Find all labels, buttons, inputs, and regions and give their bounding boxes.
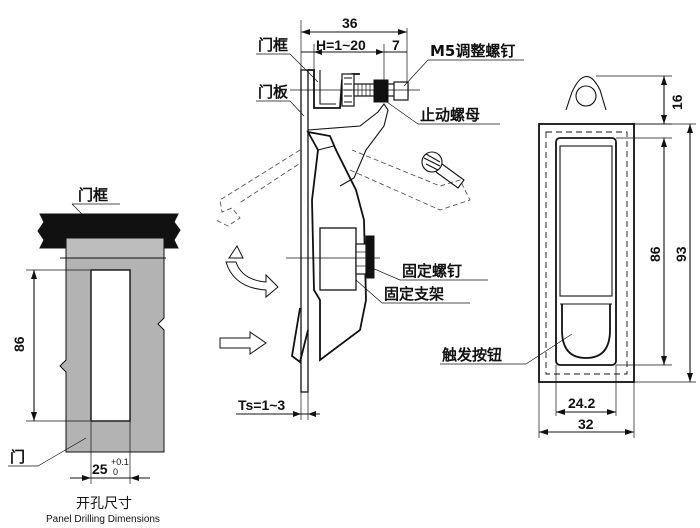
- inner-width-dimension: 24.2: [568, 395, 595, 411]
- fix-bracket: [319, 227, 357, 291]
- frame-lip: [65, 237, 165, 259]
- top-clamp: [308, 69, 360, 109]
- rotation-arrow: [225, 261, 279, 299]
- outer-height-dimension: 93: [673, 246, 689, 262]
- caption-subtitle: Panel Drilling Dimensions: [46, 514, 160, 525]
- ts-range-dimension: Ts=1~3: [238, 397, 285, 413]
- direction-arrow: [219, 331, 267, 355]
- h-range-dimension: H=1~20: [316, 37, 366, 53]
- side-view: 36 H=1~20 7 Ts=1~3 门框 门板 M5调整螺钉 止动螺母 固定螺…: [215, 15, 524, 420]
- h-offset-dimension: 7: [392, 37, 400, 53]
- ghost-screw: [421, 151, 465, 189]
- overall-depth-dimension: 36: [342, 15, 358, 31]
- cutout-view: 86 25 +0.1 0 门框 门 开孔尺寸 Panel Drilling Di…: [8, 186, 181, 525]
- inner-handle: [555, 137, 617, 366]
- mid-panel-label: 门板: [258, 83, 289, 101]
- outer-width-dimension: 32: [578, 416, 594, 432]
- hinge-knob: [565, 75, 607, 111]
- outer-housing: [538, 123, 635, 383]
- adjust-screw: [353, 79, 409, 103]
- adjust-screw-label: M5调整螺钉: [430, 42, 515, 60]
- door-panel-plate: [300, 69, 309, 393]
- mid-frame-label: 门框: [258, 36, 288, 54]
- left-frame-label: 门框: [78, 186, 108, 204]
- trigger-button: [561, 304, 611, 359]
- cut-width-dimension: 25: [92, 461, 108, 477]
- cut-width-tol-lower: 0: [113, 467, 118, 477]
- fix-bracket-label: 固定支架: [384, 285, 444, 303]
- caption-title: 开孔尺寸: [76, 496, 132, 512]
- top-hinge-dimension: 16: [669, 94, 685, 110]
- inner-height-dimension: 86: [647, 246, 663, 262]
- stop-nut-label: 止动螺母: [420, 106, 480, 124]
- cut-height-dimension: 86: [11, 336, 27, 352]
- cut-width-tol-upper: +0.1: [111, 457, 129, 467]
- cutout-opening: [90, 269, 131, 422]
- front-view: 16 86 93 24.2 32 触发按钮: [440, 75, 696, 438]
- left-door-label: 门: [10, 448, 25, 466]
- fix-screw-label: 固定螺钉: [402, 262, 462, 280]
- trigger-button-label: 触发按钮: [442, 346, 502, 364]
- fix-screw: [355, 235, 375, 279]
